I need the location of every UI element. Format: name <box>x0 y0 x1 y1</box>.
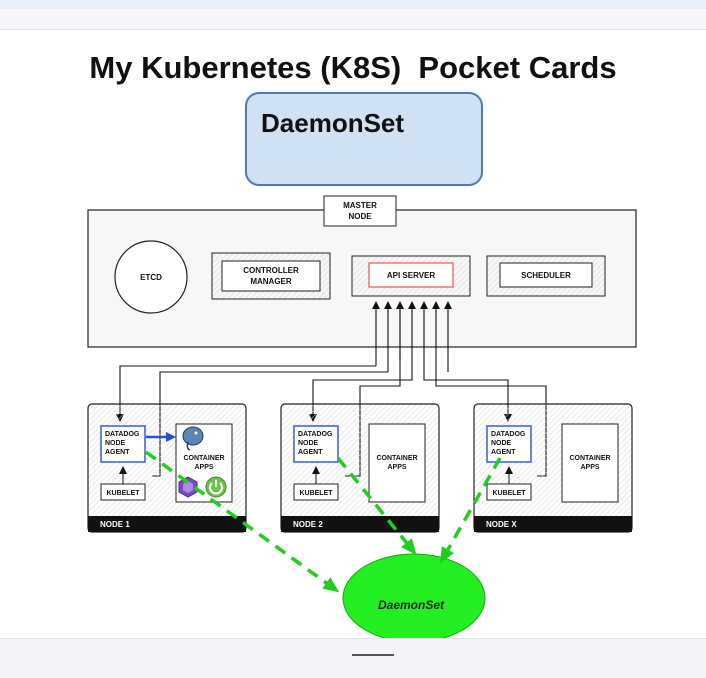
node-x-agent-line1: DATADOG <box>491 431 526 438</box>
top-bar <box>0 0 706 9</box>
node-1-name: NODE 1 <box>100 520 130 529</box>
node-2-name: NODE 2 <box>293 520 323 529</box>
power-app-icon <box>205 476 227 498</box>
daemonset-header-label: DaemonSet <box>261 108 405 138</box>
node-2-agent-line2: NODE <box>298 440 319 447</box>
top-strip <box>0 9 706 30</box>
etcd-label: ETCD <box>140 273 162 282</box>
scheduler-box <box>499 262 593 288</box>
daemonset-header-box: DaemonSet <box>245 92 483 186</box>
node-2-agent-line1: DATADOG <box>298 431 333 438</box>
controller-manager-line1: CONTROLLER <box>243 266 299 275</box>
node-x-agent-line3: AGENT <box>491 449 516 456</box>
hexagon-app-icon <box>178 476 198 498</box>
node-2-agent-box <box>293 425 339 463</box>
master-tab-line1: MASTER <box>343 201 377 210</box>
node-x-apps-line1: CONTAINER <box>569 455 610 462</box>
node-2-agent-line3: AGENT <box>298 449 323 456</box>
page-title: My Kubernetes (K8S) Pocket Cards <box>89 50 617 85</box>
node-1-apps-line1: CONTAINER <box>183 455 224 462</box>
daemonset-ellipse-label: DaemonSet <box>378 598 445 612</box>
node-x-agent-box <box>486 425 532 463</box>
controller-manager-line2: MANAGER <box>250 277 292 286</box>
etcd-circle <box>114 240 188 314</box>
node-x-kubelet-label: KUBELET <box>492 490 526 497</box>
node-2-container-apps <box>368 423 426 503</box>
node-x-container-apps <box>561 423 619 503</box>
drag-handle[interactable] <box>352 654 394 656</box>
postgres-elephant-icon <box>182 426 204 451</box>
daemonset-arrows <box>144 450 502 593</box>
node-2-apps-line1: CONTAINER <box>376 455 417 462</box>
node-1-apps-line2: APPS <box>194 464 213 471</box>
bottom-strip <box>0 638 706 678</box>
node-x-agent-line2: NODE <box>491 440 512 447</box>
node-1-agent-line1: DATADOG <box>105 431 140 438</box>
scheduler-label: SCHEDULER <box>521 271 571 280</box>
node-2-kubelet-label: KUBELET <box>299 490 333 497</box>
node-1-agent-line3: AGENT <box>105 449 130 456</box>
api-server-box <box>368 262 454 288</box>
controller-manager-box <box>221 260 321 292</box>
node-2-apps-line2: APPS <box>387 464 406 471</box>
node-1-agent-line2: NODE <box>105 440 126 447</box>
master-tab-line2: NODE <box>348 212 372 221</box>
node-x-name: NODE X <box>486 520 517 529</box>
node-1-kubelet-label: KUBELET <box>106 490 140 497</box>
node-1-agent-box <box>100 425 146 463</box>
worker-node-x: NODE X DATADOG NODE AGENT CONTAINER APPS… <box>473 403 633 533</box>
node-x-apps-line2: APPS <box>580 464 599 471</box>
api-server-label: API SERVER <box>387 271 436 280</box>
master-node: MASTER NODE ETCD CONTROLLER MANAGER API … <box>87 195 637 348</box>
worker-node-2: NODE 2 DATADOG NODE AGENT CONTAINER APPS… <box>280 403 440 533</box>
